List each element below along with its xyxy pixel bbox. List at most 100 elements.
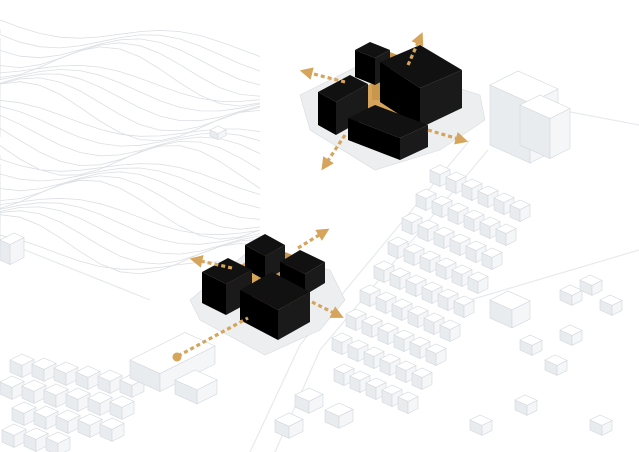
context-building [23,427,49,452]
arrow-lower-northeast [297,228,330,250]
contour-line [0,29,261,72]
context-building [55,409,81,434]
context-building [9,353,35,378]
context-building [75,365,101,390]
arrow-upper-east [427,128,469,145]
access-origin-dot [172,352,182,362]
context-building [514,394,538,416]
context-building [423,312,445,335]
context-building [345,308,367,331]
contour-line [0,164,261,209]
massing-block [240,272,310,340]
context-building [469,414,493,436]
context-building [389,267,411,290]
arrow-upper-south [321,134,347,171]
context-building [544,354,568,376]
context-building [174,369,218,405]
context-building [99,417,125,442]
massing-block [318,75,368,135]
context-buildings [0,70,623,452]
context-building [53,361,79,386]
context-building [1,423,27,448]
contour-line [0,73,261,122]
contour-line [0,69,261,112]
context-building [579,274,603,296]
contour-line [0,127,261,171]
context-building [425,343,447,366]
context-building [21,379,47,404]
contour-line [0,197,261,236]
context-building [31,357,57,382]
context-building [365,377,387,400]
context-building [294,387,324,414]
context-building [209,125,227,141]
road-diagonal [249,139,471,452]
context-building [411,367,433,390]
context-building [363,346,385,369]
context-building [467,271,489,294]
arrow-upper-north [406,32,424,66]
context-building [453,295,475,318]
upper-cluster [318,42,462,160]
context-building [361,315,383,338]
context-building [495,223,517,246]
context-building [559,324,583,346]
context-building [65,387,91,412]
context-building [439,319,461,342]
contour-line [0,202,261,245]
contour-line [0,114,261,157]
context-building [447,202,469,225]
contour-line [0,81,261,142]
context-building [109,395,135,420]
context-building [97,369,123,394]
context-building [479,216,501,239]
context-building [559,284,583,306]
contour-line [0,179,261,240]
context-building [45,431,71,452]
arrow-lower-northwest [189,255,233,270]
context-building [433,226,455,249]
contour-line [0,46,261,107]
context-building [0,232,25,265]
context-building [489,290,531,329]
contour-line [0,145,261,189]
road-upper [559,109,639,126]
arrow-lower-east [311,300,344,318]
contour-line [0,19,261,57]
context-building [397,391,419,414]
context-building [33,405,59,430]
context-building [324,402,354,429]
context-building [77,413,103,438]
contour-line [0,171,261,220]
context-building [477,185,499,208]
massing-block [380,45,462,128]
massing-block [348,105,428,160]
context-building [481,247,503,270]
context-building [519,334,543,356]
contour-line [0,38,261,86]
contour-line [0,214,261,275]
context-building [11,401,37,426]
context-building [437,288,459,311]
context-building [129,332,216,392]
contour-line [0,206,261,255]
context-building [599,294,623,316]
context-building [331,332,353,355]
context-building [429,164,451,187]
context-building [0,375,25,400]
contour-line [0,175,261,230]
context-building [387,236,409,259]
context-building [87,391,113,416]
access-path [177,316,249,358]
context-building [509,199,531,222]
contour-line [0,64,261,102]
road-right-lower [469,249,639,301]
road-left [0,239,151,301]
context-building [519,94,571,159]
contour-line [0,234,261,270]
contour-line [0,155,261,195]
direction-arrows [177,32,469,358]
lower-cluster [202,234,325,340]
contour-line [0,42,261,97]
